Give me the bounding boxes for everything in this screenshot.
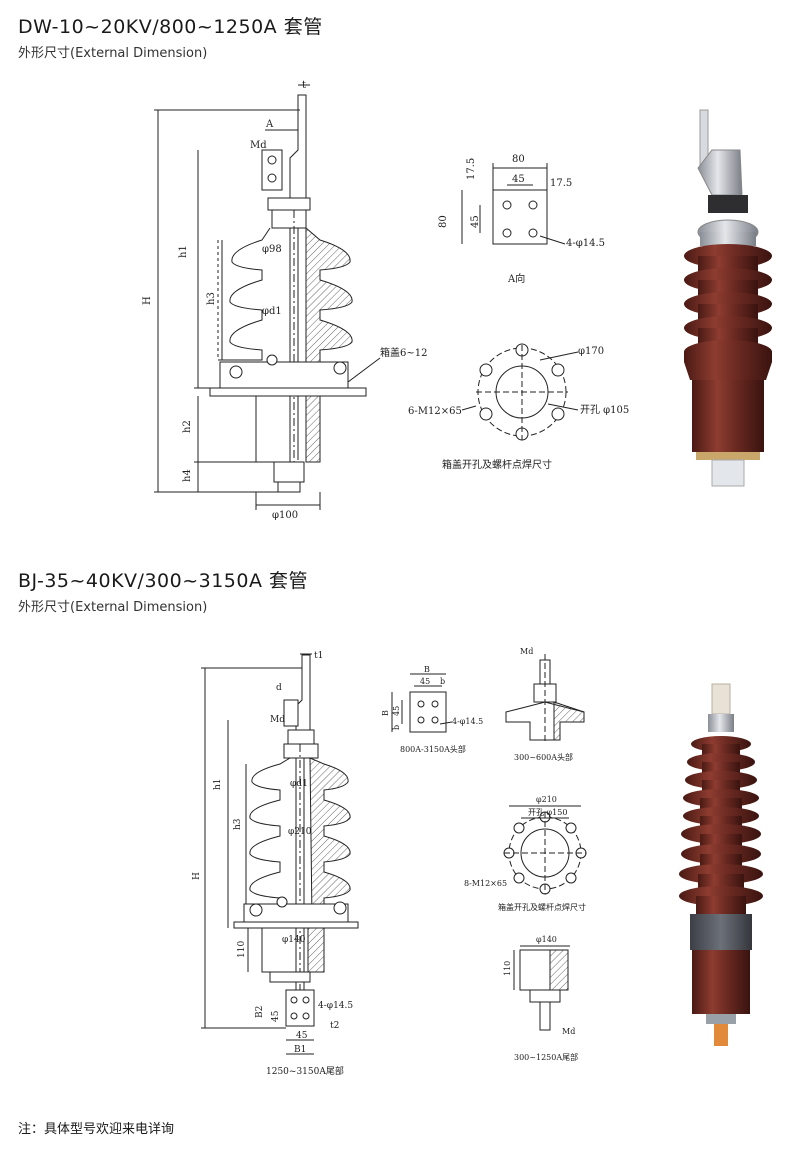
bj-bushing-photo	[679, 683, 763, 1046]
bj-tail-300-labels: φ140 110 Md 300~1250A尾部	[503, 935, 578, 1062]
dw-bushing-photo	[684, 109, 772, 487]
svg-text:Md: Md	[520, 647, 533, 656]
svg-text:8-M12×65: 8-M12×65	[464, 879, 507, 888]
svg-text:h3: h3	[206, 292, 217, 305]
svg-text:箱盖开孔及螺杆点焊尺寸: 箱盖开孔及螺杆点焊尺寸	[442, 458, 552, 471]
svg-text:φd1: φd1	[290, 779, 308, 789]
svg-text:Md: Md	[270, 715, 285, 725]
bj-head-300	[505, 654, 585, 744]
bj-drawing-labels: t1 d Md φd1 φ210 h1 h3 H φ140 110 4-φ14.…	[192, 651, 353, 1077]
bj-bushing-drawing	[201, 653, 359, 1055]
svg-text:A: A	[265, 119, 274, 130]
bj-head-300-labels: Md 300~600A头部	[514, 647, 573, 762]
svg-text:B2: B2	[255, 1006, 265, 1018]
svg-text:h4: h4	[182, 469, 193, 482]
bj-tail-300	[513, 945, 570, 1031]
svg-text:H: H	[142, 296, 153, 305]
svg-text:Md: Md	[250, 140, 267, 151]
dw-a-view-labels: 80 45 17.5 17.5 80 45 4-φ14.5 A向	[438, 154, 605, 285]
svg-text:45: 45	[420, 677, 430, 686]
svg-text:300~1250A尾部: 300~1250A尾部	[514, 1052, 578, 1062]
bj-head-detail	[391, 673, 453, 733]
svg-text:17.5: 17.5	[550, 178, 572, 189]
svg-text:t2: t2	[330, 1021, 339, 1031]
svg-text:φ98: φ98	[262, 244, 282, 255]
svg-text:110: 110	[503, 961, 512, 976]
svg-text:17.5: 17.5	[466, 158, 477, 180]
svg-text:B: B	[381, 710, 390, 716]
bj-head-detail-labels: B 45 b B 45 b 4-φ14.5 800A-3150A头部	[381, 665, 483, 754]
svg-text:h1: h1	[178, 245, 189, 258]
svg-text:b: b	[440, 677, 445, 686]
svg-text:φ210: φ210	[536, 795, 557, 804]
svg-text:b: b	[392, 725, 401, 730]
footer-note: 注：具体型号欢迎来电详询	[18, 1122, 175, 1137]
svg-text:1250~3150A尾部: 1250~3150A尾部	[266, 1065, 344, 1077]
svg-text:h3: h3	[233, 818, 243, 830]
svg-text:φ210: φ210	[288, 827, 312, 837]
svg-text:800A-3150A头部: 800A-3150A头部	[400, 744, 466, 754]
svg-text:110: 110	[237, 941, 247, 958]
svg-text:A向: A向	[507, 272, 525, 285]
dw-flange-view	[461, 343, 579, 441]
svg-text:h2: h2	[182, 420, 193, 433]
svg-text:80: 80	[512, 154, 525, 165]
svg-text:φ100: φ100	[272, 510, 298, 521]
svg-text:φd1: φd1	[262, 306, 282, 317]
svg-text:45: 45	[271, 1010, 281, 1022]
bj-flange-labels: φ210 开孔 φ150 8-M12×65 箱盖开孔及螺杆点焊尺寸	[464, 795, 586, 912]
dw-flange-labels: φ170 开孔 φ105 6-M12×65 箱盖开孔及螺杆点焊尺寸	[408, 346, 629, 471]
svg-text:300~600A头部: 300~600A头部	[514, 752, 573, 762]
svg-text:h1: h1	[213, 778, 223, 790]
svg-text:45: 45	[392, 706, 401, 716]
svg-text:4-φ14.5: 4-φ14.5	[318, 1001, 353, 1011]
section2-title: BJ-35~40KV/300~3150A 套管	[18, 570, 309, 592]
svg-text:t1: t1	[314, 651, 323, 661]
svg-text:45: 45	[296, 1031, 308, 1041]
svg-text:箱盖6~12: 箱盖6~12	[380, 346, 427, 359]
svg-text:Md: Md	[562, 1027, 575, 1036]
svg-text:H: H	[192, 872, 202, 880]
svg-text:4-φ14.5: 4-φ14.5	[452, 717, 483, 726]
dw-drawing-labels: t A Md φ98 φd1 h1 h3 H h2 h4 φ100 箱盖6~12	[142, 80, 427, 521]
svg-text:B1: B1	[294, 1045, 306, 1055]
svg-text:箱盖开孔及螺杆点焊尺寸: 箱盖开孔及螺杆点焊尺寸	[498, 902, 586, 912]
section2-subtitle: 外形尺寸(External Dimension)	[18, 600, 208, 615]
svg-text:φ170: φ170	[578, 346, 604, 357]
section1-title: DW-10~20KV/800~1250A 套管	[18, 16, 323, 38]
svg-text:开孔 φ105: 开孔 φ105	[580, 404, 629, 416]
bj-flange-view	[503, 805, 587, 895]
svg-text:45: 45	[470, 215, 481, 228]
svg-text:d: d	[276, 683, 282, 693]
svg-text:6-M12×65: 6-M12×65	[408, 406, 462, 417]
svg-text:80: 80	[438, 215, 449, 228]
svg-text:45: 45	[512, 174, 525, 185]
dw-bushing-drawing	[154, 84, 381, 510]
svg-text:4-φ14.5: 4-φ14.5	[566, 238, 605, 249]
svg-text:φ140: φ140	[536, 935, 557, 944]
svg-text:φ140: φ140	[282, 935, 306, 945]
dw-a-view	[461, 163, 566, 245]
svg-text:t: t	[302, 80, 306, 91]
section1-subtitle: 外形尺寸(External Dimension)	[18, 46, 208, 61]
svg-text:开孔 φ150: 开孔 φ150	[528, 808, 567, 817]
svg-text:B: B	[424, 665, 430, 674]
